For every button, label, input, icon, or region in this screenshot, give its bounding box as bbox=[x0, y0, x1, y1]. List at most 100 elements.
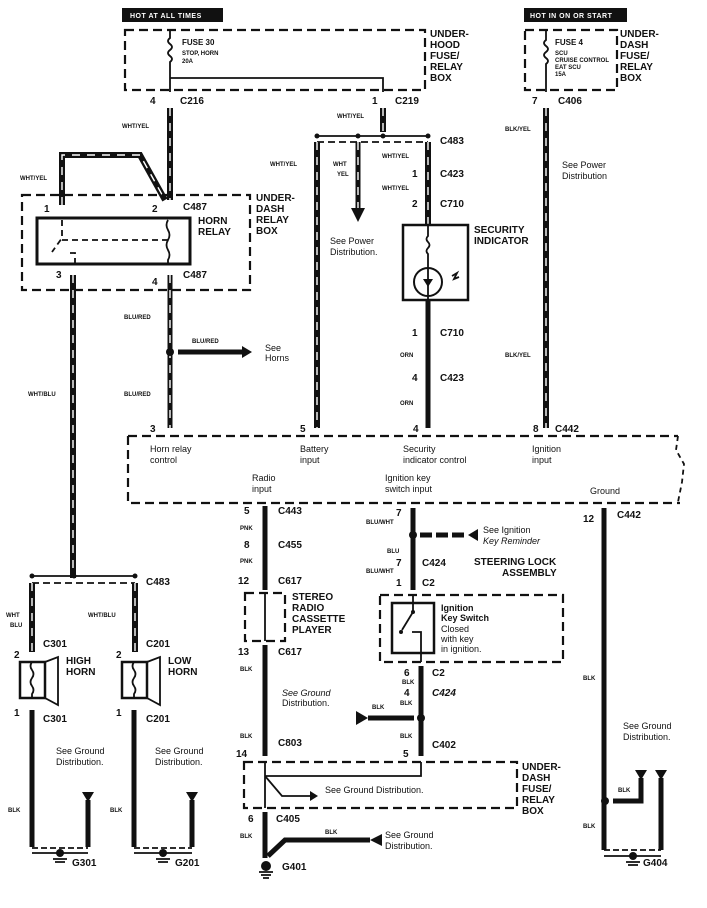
diagram-label: SCU bbox=[555, 51, 568, 57]
diagram-label: 7 bbox=[532, 96, 538, 107]
connector-c219: C219 bbox=[395, 96, 419, 107]
diagram-label: BLU/WHT bbox=[366, 520, 394, 526]
component-boundary bbox=[20, 193, 252, 292]
connector-c487-bottom: C487 bbox=[183, 270, 207, 281]
diagram-label: G404 bbox=[643, 858, 668, 869]
diagram-label: UNDER- bbox=[256, 193, 295, 204]
connector-c487-top: C487 bbox=[183, 202, 207, 213]
diagram-label: 15A bbox=[555, 72, 567, 78]
diagram-label: BLK bbox=[240, 667, 253, 673]
diagram-label: WHT/YEL bbox=[337, 114, 364, 120]
ground-g401: G401 bbox=[259, 861, 307, 879]
diagram-label: FUSE/ bbox=[430, 51, 460, 62]
diagram-label: BLK bbox=[8, 808, 21, 814]
diagram-label: PLAYER bbox=[292, 625, 332, 636]
splice-point bbox=[132, 573, 138, 579]
diagram-label: DASH bbox=[256, 204, 284, 215]
connector-c2-top: C2 bbox=[422, 578, 435, 589]
arrow-icon bbox=[356, 711, 368, 725]
diagram-label: 6 bbox=[404, 668, 410, 679]
diagram-label: SECURITY bbox=[474, 225, 525, 236]
diagram-shape bbox=[146, 655, 161, 707]
connector-c402: C402 bbox=[432, 740, 456, 751]
diagram-label: G401 bbox=[282, 862, 307, 873]
arrow-icon bbox=[186, 792, 198, 802]
arrow-icon bbox=[82, 792, 94, 802]
diagram-label: Ground bbox=[590, 486, 620, 496]
connector-c443: C443 bbox=[278, 506, 302, 517]
diagram-label: 1 bbox=[412, 169, 418, 180]
diagram-label: WHT/YEL bbox=[382, 154, 409, 160]
splice-point bbox=[355, 133, 361, 139]
splice-point bbox=[399, 630, 403, 634]
diagram-label: HORN bbox=[66, 667, 95, 678]
diagram-label: G201 bbox=[175, 858, 200, 869]
diagram-label: indicator control bbox=[403, 455, 467, 465]
diagram-label: Horn relay bbox=[150, 444, 192, 454]
connector-c710-bottom: C710 bbox=[440, 328, 464, 339]
splice-point bbox=[56, 849, 64, 857]
header-hot-on-start: HOT IN ON OR START bbox=[524, 8, 627, 22]
connector-c483-top: C483 bbox=[440, 136, 464, 147]
diagram-label: RELAY bbox=[430, 62, 463, 73]
diagram-label: 4 bbox=[404, 688, 410, 699]
diagram-label: 1 bbox=[372, 96, 378, 107]
diagram-label: G301 bbox=[72, 858, 97, 869]
diagram-label: CRUISE CONTROL bbox=[555, 58, 609, 64]
diagram-label: 2 bbox=[412, 199, 418, 210]
header-hot-at-all-times-label: HOT AT ALL TIMES bbox=[130, 13, 202, 20]
diagram-label: See Ground bbox=[282, 688, 332, 698]
diagram-label: BLK bbox=[240, 734, 253, 740]
diagram-label: Distribution bbox=[562, 171, 607, 181]
diagram-label: RADIO bbox=[292, 603, 324, 614]
connector-c201-bottom: C201 bbox=[146, 714, 170, 725]
diagram-label: BLU/RED bbox=[124, 392, 151, 398]
diagram-label: See Ground bbox=[385, 830, 434, 840]
led-icon bbox=[413, 267, 443, 297]
diagram-label: See Ground Distribution. bbox=[325, 785, 424, 795]
diagram-label: BLK bbox=[400, 734, 413, 740]
diagram-shape bbox=[44, 655, 59, 707]
connector-c710-top: C710 bbox=[440, 199, 464, 210]
diagram-label: See Ground bbox=[623, 721, 672, 731]
connector-c455: C455 bbox=[278, 540, 302, 551]
arrow-icon bbox=[370, 834, 382, 846]
diagram-label: HORN bbox=[198, 216, 227, 227]
ground-g404: G404 bbox=[604, 849, 668, 869]
diagram-label: in ignition. bbox=[441, 644, 482, 654]
underdash-fuse-relay-box-top: UNDER- DASH FUSE/ RELAY BOX FUSE 4 SCU C… bbox=[523, 28, 659, 92]
diagram-label: 1 bbox=[116, 708, 122, 719]
diagram-label: UNDER- bbox=[620, 29, 659, 40]
diagram-label: BLK bbox=[110, 808, 123, 814]
diagram-label: CASSETTE bbox=[292, 614, 346, 625]
underhood-fuse-relay-box: UNDER- HOOD FUSE/ RELAY BOX FUSE 30 STOP… bbox=[123, 28, 469, 92]
security-indicator: SECURITY INDICATOR bbox=[401, 223, 529, 302]
diagram-label: 5 bbox=[403, 749, 409, 760]
wire bbox=[59, 152, 168, 205]
diagram-label: input bbox=[532, 455, 552, 465]
diagram-label: input bbox=[300, 455, 320, 465]
diagram-label: RELAY bbox=[522, 795, 555, 806]
diagram-label: BOX bbox=[256, 226, 278, 237]
diagram-label: BLK bbox=[402, 680, 415, 686]
arrow-icon bbox=[655, 770, 667, 780]
wire bbox=[613, 778, 644, 804]
connector-c2-bottom: C2 bbox=[432, 668, 445, 679]
connector-c424-top: C424 bbox=[422, 558, 446, 569]
diagram-label: 8 bbox=[533, 424, 539, 435]
diagram-label: BLK bbox=[372, 705, 385, 711]
diagram-label: DASH bbox=[522, 773, 550, 784]
diagram-label: 4 bbox=[152, 277, 158, 288]
diagram-label: STOP, HORN bbox=[182, 51, 218, 57]
splice-point bbox=[601, 797, 609, 805]
diagram-label: LOW bbox=[168, 656, 192, 667]
diagram-label: STEERING LOCK bbox=[474, 557, 557, 568]
diagram-label: BLK/YEL bbox=[505, 353, 531, 359]
diagram-label: See Ignition bbox=[483, 525, 531, 535]
wire bbox=[262, 812, 370, 858]
diagram-label: WHT/BLU bbox=[28, 392, 56, 398]
component-boundary bbox=[123, 28, 427, 92]
connector-c617-bottom: C617 bbox=[278, 647, 302, 658]
diagram-label: BLK bbox=[583, 824, 596, 830]
diagram-label: Key Reminder bbox=[483, 536, 541, 546]
